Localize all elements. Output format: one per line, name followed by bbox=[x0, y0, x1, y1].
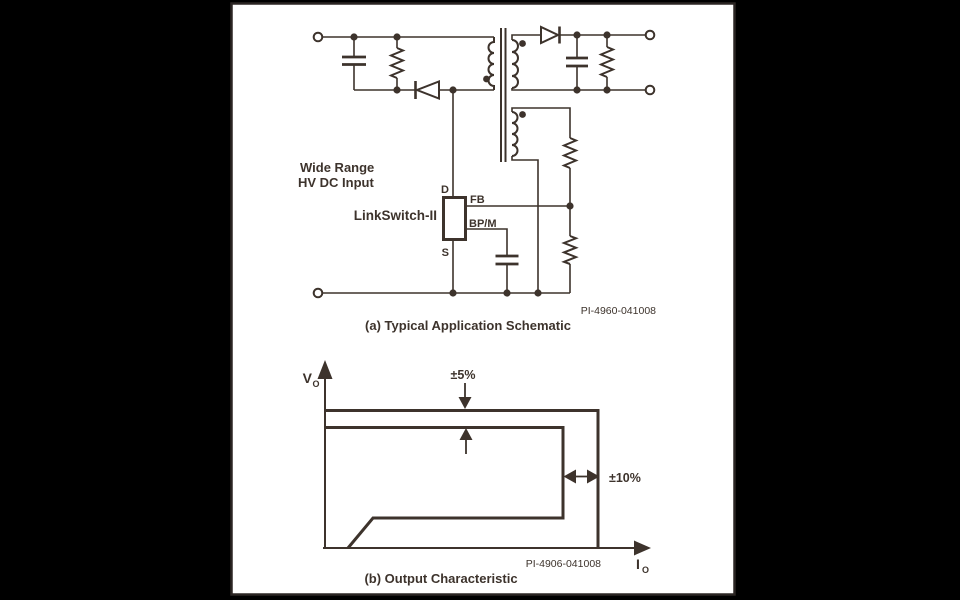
graph-caption: (b) Output Characteristic bbox=[364, 571, 517, 586]
input-source-label-line1: Wide Range bbox=[300, 160, 374, 175]
current-tolerance-arrow bbox=[563, 469, 600, 484]
schematic-caption: (a) Typical Application Schematic bbox=[365, 318, 571, 333]
outer-tolerance-envelope bbox=[325, 409, 600, 548]
pin-label-fb: FB bbox=[470, 194, 485, 206]
y-axis-arrowhead bbox=[317, 360, 333, 379]
y-axis bbox=[317, 360, 333, 548]
output-terminal-bottom bbox=[644, 84, 656, 96]
voltage-tolerance-arrow-up bbox=[459, 428, 473, 454]
graph-part-code: PI-4906-041008 bbox=[526, 558, 601, 570]
voltage-tolerance-label: ±5% bbox=[451, 368, 476, 382]
transformer-core bbox=[500, 28, 507, 162]
output-characteristic-graph: V O ±5% ±10% PI-4906-041008 I O (b) Outp… bbox=[303, 360, 651, 586]
wire-bypass bbox=[466, 228, 508, 293]
x-axis-label: I bbox=[636, 556, 640, 572]
clamp-resistor bbox=[388, 47, 406, 79]
pin-label-d: D bbox=[441, 184, 449, 196]
output-capacitor bbox=[566, 56, 588, 68]
bypass-capacitor bbox=[495, 254, 519, 266]
input-terminal-bottom bbox=[312, 287, 324, 299]
clamp-diode bbox=[414, 80, 440, 100]
wire-bias-top bbox=[511, 107, 571, 138]
output-rectifier-diode bbox=[540, 25, 561, 45]
input-source-label-line2: HV DC Input bbox=[298, 175, 374, 190]
ic-name-label: LinkSwitch-II bbox=[354, 208, 437, 223]
x-axis bbox=[323, 540, 651, 556]
feedback-resistor-lower bbox=[561, 235, 579, 265]
x-axis-subscript: O bbox=[642, 565, 649, 575]
pin-label-bpm: BP/M bbox=[469, 218, 497, 230]
input-clamp-capacitor bbox=[342, 55, 366, 66]
bias-winding bbox=[511, 111, 519, 157]
current-tolerance-label: ±10% bbox=[609, 471, 641, 485]
secondary-winding bbox=[511, 39, 519, 89]
schematic-part-code: PI-4960-041008 bbox=[581, 305, 656, 317]
linkswitch-ic-body bbox=[442, 196, 467, 241]
wire-bias-return bbox=[511, 156, 539, 293]
pin-label-s: S bbox=[442, 247, 449, 259]
voltage-tolerance-arrow-down bbox=[458, 383, 472, 409]
y-axis-label: V bbox=[303, 370, 313, 386]
polarity-dots bbox=[483, 40, 526, 118]
y-axis-subscript: O bbox=[313, 379, 320, 389]
output-load-resistor bbox=[598, 46, 616, 78]
junction-dots bbox=[350, 31, 611, 297]
x-axis-arrowhead bbox=[634, 540, 651, 556]
feedback-resistor-upper bbox=[561, 137, 579, 169]
figure-panel bbox=[230, 2, 736, 596]
application-schematic: Wide Range HV DC Input LinkSwitch-II D S… bbox=[298, 25, 656, 333]
transformer bbox=[483, 28, 526, 162]
inner-tolerance-envelope bbox=[325, 426, 565, 549]
input-terminal-top bbox=[312, 31, 324, 43]
output-terminal-top bbox=[644, 29, 656, 41]
